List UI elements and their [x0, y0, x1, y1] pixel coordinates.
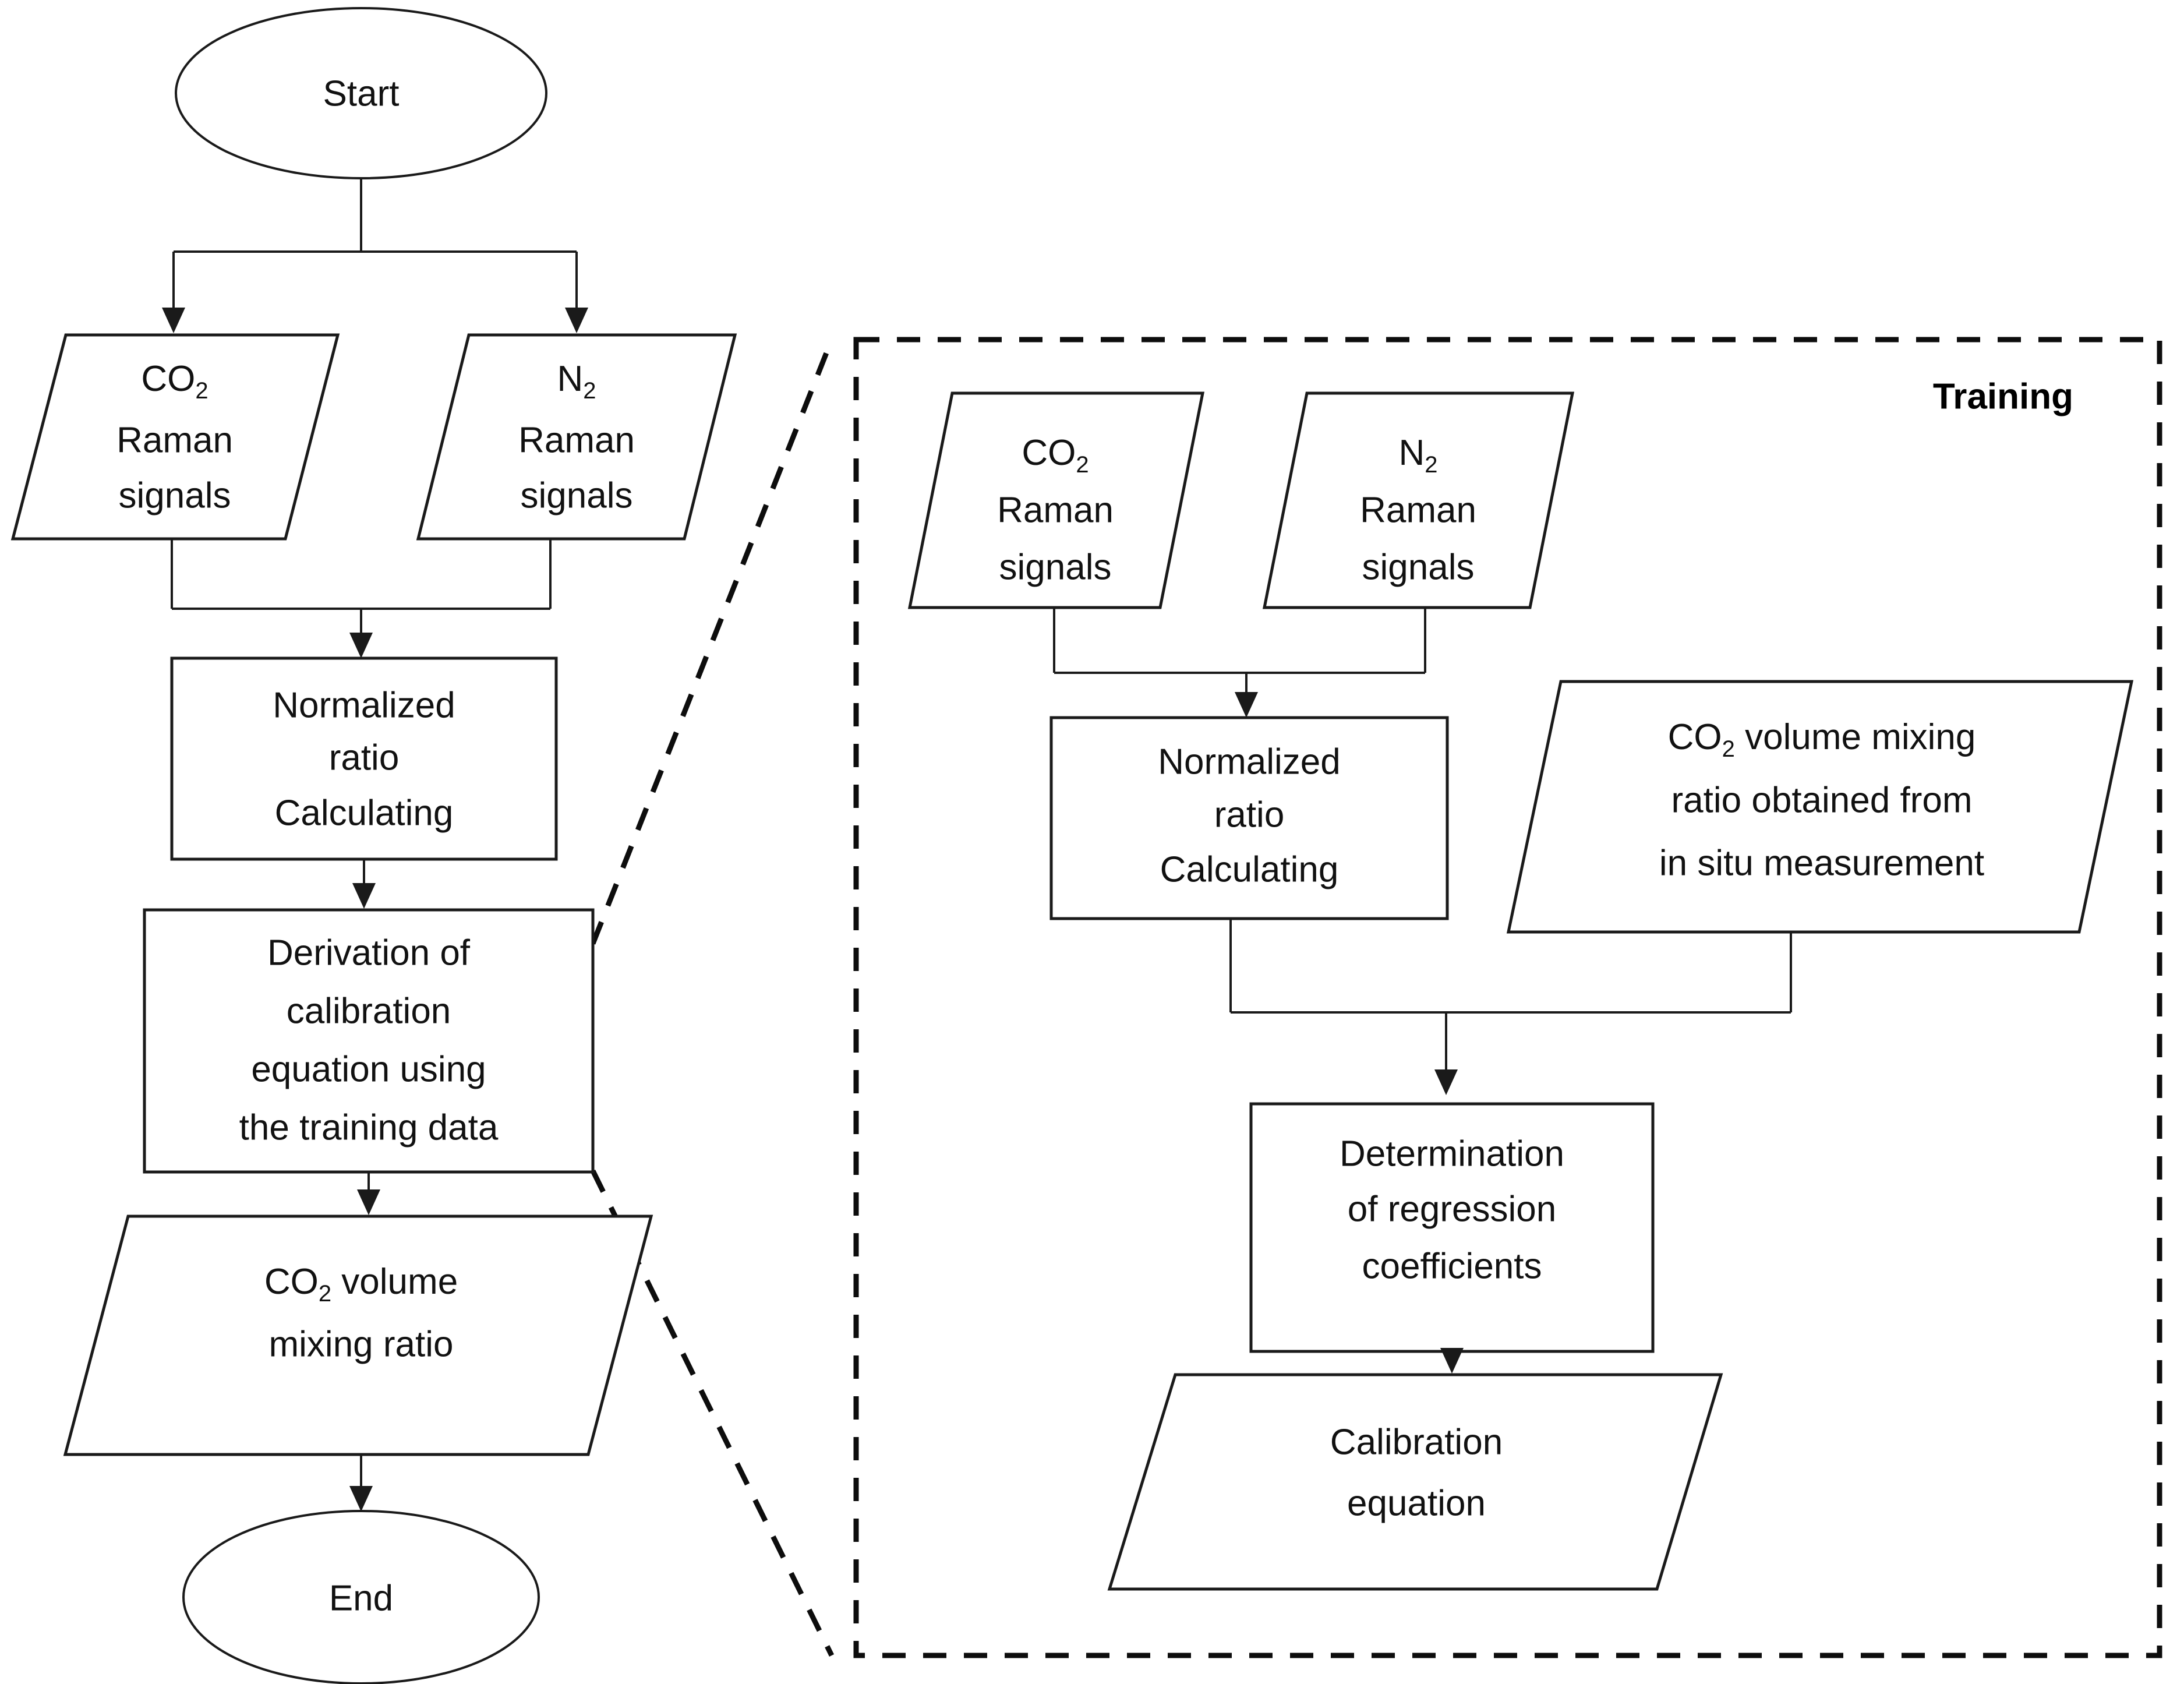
node-n2-input-line1: N2 [557, 359, 596, 403]
training-node-regression-line1: Determination [1340, 1134, 1564, 1174]
training-node-calibration-line1: Calibration [1330, 1422, 1503, 1462]
node-end-label: End [329, 1578, 393, 1618]
arrowhead-to-co2-input [162, 308, 185, 333]
node-co2-input-line2: Raman [116, 420, 233, 460]
training-node-co2-input-shape [907, 391, 1205, 609]
arrowhead-to-derivation [352, 883, 376, 909]
node-output-ratio-line2: mixing ratio [269, 1324, 454, 1364]
training-node-in-situ-line3: in situ measurement [1659, 843, 1984, 883]
node-n2-input-line2: Raman [518, 420, 635, 460]
training-node-n2-input-shape [1262, 391, 1575, 609]
connector-inputs-merge [171, 539, 552, 647]
node-derivation-line1: Derivation of [267, 933, 471, 973]
training-node-regression-shape [1249, 1102, 1655, 1353]
node-normalized-ratio-shape [170, 656, 558, 861]
node-output-ratio-line1: CO2 volume [264, 1262, 458, 1306]
training-node-co2-input-line3: signals [999, 547, 1112, 587]
arrowhead-to-end [349, 1486, 373, 1512]
node-co2-input-shape [10, 333, 340, 541]
node-normalized-ratio-line2: ratio [329, 737, 400, 778]
training-group-label: Training [1933, 376, 2073, 416]
arrowhead-to-n2-input [565, 308, 588, 333]
node-normalized-ratio-line3: Calculating [275, 793, 454, 833]
node-start-label: Start [323, 73, 400, 114]
connector-start-split [172, 178, 578, 320]
training-node-regression-line3: coefficients [1362, 1246, 1542, 1286]
training-node-co2-input-line1: CO2 [1022, 433, 1089, 477]
training-arrowhead-to-normalized-ratio [1235, 692, 1258, 718]
node-derivation-shape [143, 908, 595, 1174]
node-derivation-line4: the training data [239, 1107, 499, 1148]
training-node-co2-input-line2: Raman [997, 490, 1114, 530]
node-derivation-line3: equation using [251, 1049, 486, 1089]
training-node-calibration-line2: equation [1347, 1483, 1486, 1523]
training-node-normalized-ratio-line3: Calculating [1160, 849, 1339, 889]
training-connector-merge-to-regression [1229, 919, 1792, 1081]
node-n2-input-shape [416, 333, 737, 541]
node-co2-input-line3: signals [119, 475, 231, 516]
training-node-n2-input-line2: Raman [1360, 490, 1476, 530]
training-node-n2-input-line1: N2 [1398, 433, 1437, 477]
training-node-in-situ-shape [1506, 680, 2134, 934]
training-arrowhead-to-regression [1434, 1069, 1458, 1095]
training-node-normalized-ratio-line2: ratio [1214, 795, 1285, 835]
node-n2-input-line3: signals [521, 475, 633, 516]
training-node-n2-input-line3: signals [1362, 547, 1475, 587]
arrowhead-to-normalized-ratio [349, 633, 373, 658]
training-connector-inputs-merge [1053, 608, 1426, 705]
node-co2-input-line1: CO2 [141, 359, 208, 403]
training-arrowhead-to-calibration [1440, 1348, 1464, 1374]
arrowhead-to-output-ratio [357, 1189, 380, 1215]
training-node-normalized-ratio-shape [1049, 716, 1449, 920]
node-end-shape [182, 1510, 540, 1684]
node-output-ratio-shape [63, 1215, 653, 1456]
training-group-border [853, 337, 2162, 1658]
node-derivation-line2: calibration [287, 991, 451, 1031]
training-node-in-situ-line2: ratio obtained from [1671, 780, 1973, 820]
training-node-in-situ-line1: CO2 volume mixing [1668, 717, 1976, 761]
training-node-calibration-shape [1107, 1373, 1723, 1591]
training-node-normalized-ratio-line1: Normalized [1158, 742, 1341, 782]
node-normalized-ratio-line1: Normalized [273, 685, 455, 725]
training-node-regression-line2: of regression [1348, 1189, 1556, 1229]
callout-leader-top [590, 338, 835, 945]
